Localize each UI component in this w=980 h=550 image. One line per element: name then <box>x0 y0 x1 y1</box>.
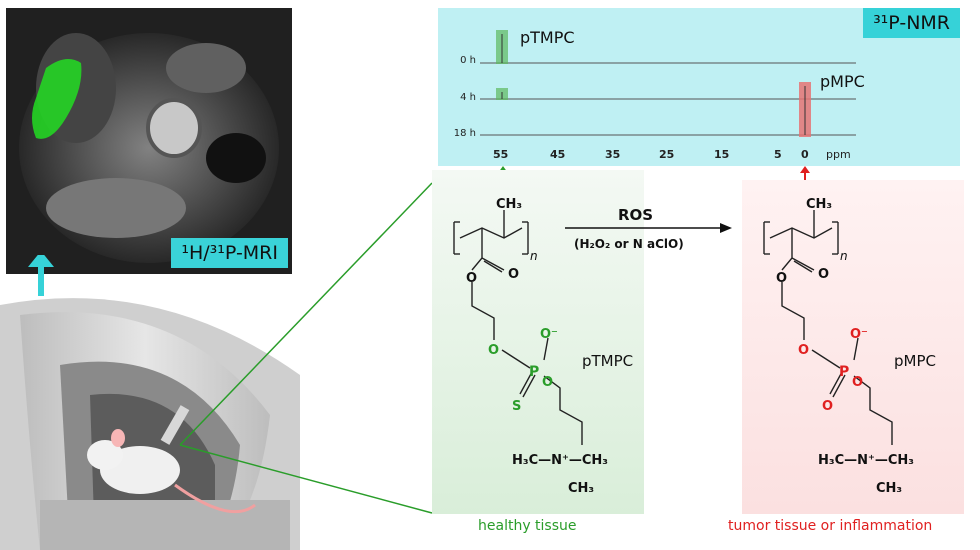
up-arrow-icon <box>28 255 54 267</box>
healthy-caption: healthy tissue <box>478 518 577 534</box>
amine-methyl: CH₃ <box>568 481 594 496</box>
phosphorus: P <box>839 364 849 380</box>
mri-image: ¹H/³¹P-MRI <box>6 8 292 274</box>
right-arrow-icon <box>720 223 732 233</box>
peak-label-ptmpc: pTMPC <box>520 28 575 47</box>
o-phosphate-1: O <box>488 343 499 358</box>
tick-5: 5 <box>774 148 782 161</box>
o-phosphate-2: O <box>852 375 863 390</box>
tick-35: 35 <box>605 148 621 161</box>
o-double: O <box>822 399 833 414</box>
pmpc-structure: CH₃ n O O O O⁻ P O O pMPC H₃C—N⁺—CH₃ CH₃ <box>763 197 936 496</box>
row-label-4h: 4 h <box>460 92 476 103</box>
row-label-18h: 18 h <box>453 128 476 139</box>
phosphorus: P <box>529 364 539 380</box>
o-phosphate-1: O <box>798 343 809 358</box>
tick-15: 15 <box>714 148 730 161</box>
tick-45: 45 <box>550 148 566 161</box>
ch3-label: CH₃ <box>496 197 522 212</box>
amine-group: H₃C—N⁺—CH₃ <box>818 453 914 468</box>
tumor-caption: tumor tissue or inflammation <box>728 518 933 534</box>
mri-scan-graphic <box>6 8 292 274</box>
ptmpc-structure: CH₃ n O O O O⁻ P O S pTMPC H₃C—N⁺—CH₃ CH… <box>453 197 633 496</box>
o-carbonyl: O <box>508 267 519 282</box>
mri-scanner-illustration <box>0 255 300 550</box>
tick-55: 55 <box>493 148 509 161</box>
o-ester: O <box>466 271 477 286</box>
tick-0: 0 <box>801 148 809 161</box>
row-label-0h: 0 h <box>460 55 476 66</box>
reaction-arrow: ROS (H₂O₂ or N aClO) <box>565 206 732 251</box>
o-minus: O⁻ <box>540 327 558 342</box>
tumor-tissue-panel: CH₃ n O O O O⁻ P O O pMPC H₃C—N⁺—CH₃ CH₃ <box>742 180 964 514</box>
highlight-region <box>32 59 82 139</box>
nmr-plot <box>480 30 856 137</box>
reagent-label: ROS <box>618 206 653 224</box>
n-label: n <box>840 249 848 263</box>
nmr-badge: ³¹P-NMR <box>863 8 960 38</box>
ch3-label: CH₃ <box>806 197 832 212</box>
mri-label: ¹H/³¹P-MRI <box>171 238 288 268</box>
red-up-arrow-icon <box>800 166 810 173</box>
nmr-spectra-panel: ³¹P-NMR 0 h 4 h 18 h 55 45 35 25 15 5 0 … <box>438 8 960 166</box>
conditions-label: (H₂O₂ or N aClO) <box>574 237 684 251</box>
amine-group: H₃C—N⁺—CH₃ <box>512 453 608 468</box>
o-ester: O <box>776 271 787 286</box>
peak-label-pmpc: pMPC <box>820 72 865 91</box>
o-minus: O⁻ <box>850 327 868 342</box>
n-label: n <box>530 249 538 263</box>
compound-name-pmpc: pMPC <box>894 352 936 370</box>
o-carbonyl: O <box>818 267 829 282</box>
sulfur: S <box>512 399 521 414</box>
up-arrow-shaft <box>38 256 44 296</box>
tick-25: 25 <box>659 148 675 161</box>
o-phosphate-2: O <box>542 375 553 390</box>
compound-name-ptmpc: pTMPC <box>582 352 633 370</box>
unit-ppm: ppm <box>826 148 851 161</box>
amine-methyl: CH₃ <box>876 481 902 496</box>
